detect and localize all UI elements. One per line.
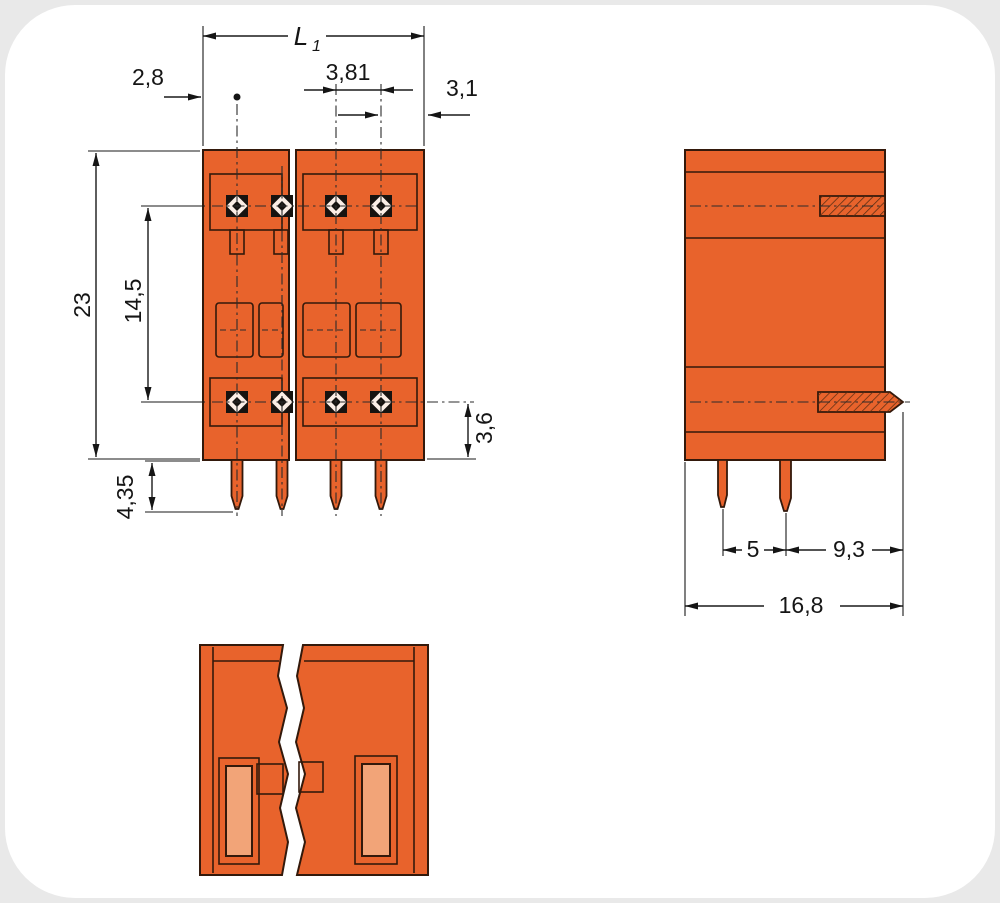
keying-notch xyxy=(256,763,284,795)
dim-bottom-offset: 3,6 xyxy=(427,404,497,460)
latch-tab xyxy=(229,229,245,255)
top-contact-section xyxy=(819,195,886,217)
bottom-body-right xyxy=(294,644,429,876)
dim-label-left-offset: 2,8 xyxy=(132,64,164,90)
coding-window xyxy=(215,302,254,358)
bottom-body-left xyxy=(199,644,290,876)
dim-pin-length: 4,35 xyxy=(112,460,233,520)
dim-label-depth: 16,8 xyxy=(779,592,824,618)
dim-height: 23 xyxy=(69,150,200,460)
dim-overall-length: L 1 xyxy=(202,21,425,146)
dim-pitch: 3,81 xyxy=(304,59,413,119)
dim-label-tip-offset: 9,3 xyxy=(833,536,865,562)
dim-pin-spacing: 5 xyxy=(722,509,787,562)
dim-depth: 16,8 xyxy=(684,462,903,618)
bottom-view xyxy=(199,644,429,876)
solder-pin xyxy=(717,459,728,508)
dim-label-contact-span: 14,5 xyxy=(120,279,146,324)
latch-tab xyxy=(273,229,289,255)
side-view: 5 9,3 16,8 xyxy=(684,149,910,618)
coding-window xyxy=(258,302,284,358)
hatch-fill xyxy=(820,196,885,216)
dim-label-overall-length-sub: 1 xyxy=(312,38,321,55)
top-chamber-right xyxy=(302,173,418,231)
bottom-contact-section xyxy=(817,391,905,413)
dim-label-pin-spacing: 5 xyxy=(747,536,760,562)
slot-outline xyxy=(354,755,398,865)
contact-slot xyxy=(225,765,253,857)
dim-label-right-offset: 3,1 xyxy=(446,75,478,101)
contact-slot xyxy=(361,763,391,857)
front-view: L 1 2,8 3,81 3,1 xyxy=(69,21,497,519)
dim-label-height: 23 xyxy=(69,292,95,318)
slot-outline xyxy=(218,757,260,865)
hatch-fill xyxy=(818,392,903,412)
dim-label-overall-length: L xyxy=(294,21,308,51)
dim-tip-offset: 9,3 xyxy=(786,412,904,616)
solder-pin xyxy=(779,459,792,512)
dim-label-pin-length: 4,35 xyxy=(112,475,138,520)
coding-window xyxy=(302,302,351,358)
coding-window xyxy=(355,302,402,358)
dim-label-bottom-offset: 3,6 xyxy=(471,412,497,444)
dim-label-pitch: 3,81 xyxy=(326,59,371,85)
dim-right-offset: 3,1 xyxy=(428,75,478,119)
keying-notch xyxy=(298,761,324,793)
dim-contact-span: 14,5 xyxy=(120,205,205,403)
connector-body-right xyxy=(295,149,425,461)
pin1-reference-dot xyxy=(233,93,241,101)
dim-left-offset: 2,8 xyxy=(132,64,241,101)
